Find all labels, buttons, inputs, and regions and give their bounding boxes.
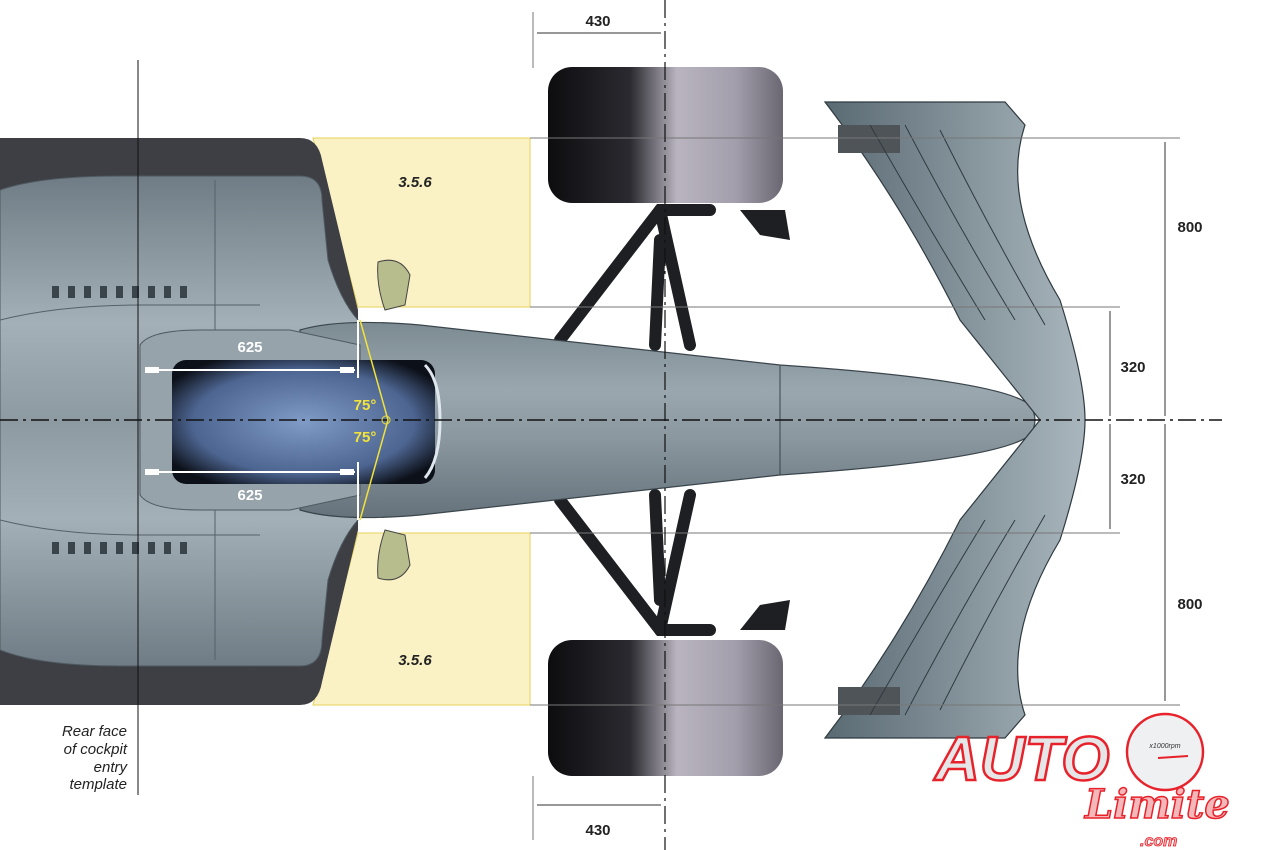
svg-text:of cockpit: of cockpit — [64, 741, 128, 758]
dim-lower-outer: 800 — [1177, 596, 1202, 613]
dimension-lines — [537, 32, 1166, 806]
tachometer-icon — [1125, 712, 1205, 792]
dim-top-width: 430 — [585, 13, 610, 30]
rear-face-note: Rear face of cockpit entry template — [62, 723, 129, 793]
vent-louvres-lower — [52, 542, 187, 554]
dim-bottom-width: 430 — [585, 822, 610, 839]
autolimite-logo: AUTO x1000rpm Limite .com — [932, 712, 1231, 850]
cockpit-opening — [172, 360, 435, 484]
mirror-upper — [377, 259, 411, 311]
angle-upper: 75° — [354, 397, 377, 414]
dim-upper-outer: 800 — [1177, 219, 1202, 236]
front-tire-lower — [548, 640, 783, 776]
zone-label-lower: 3.5.6 — [398, 652, 432, 669]
angle-lower: 75° — [354, 429, 377, 446]
dim-lower-inner: 320 — [1120, 471, 1145, 488]
svg-text:Rear face: Rear face — [62, 723, 127, 740]
logo-brand: AUTO — [933, 725, 1110, 794]
angle-lines — [359, 319, 389, 521]
dim-upper-inner: 320 — [1120, 359, 1145, 376]
zone-label-upper: 3.5.6 — [398, 174, 432, 191]
svg-text:template: template — [69, 776, 127, 793]
mirror-lower — [377, 529, 411, 581]
dim-cockpit-lower: 625 — [237, 487, 262, 504]
logo-domain: .com — [1140, 833, 1177, 850]
reference-lines — [530, 12, 1180, 840]
vent-louvres-upper — [52, 286, 187, 298]
front-wing — [823, 101, 1086, 739]
svg-text:entry: entry — [94, 759, 129, 776]
logo-script: Limite — [1084, 781, 1230, 828]
logo-gauge-label: x1000rpm — [1148, 743, 1180, 750]
dim-cockpit-upper: 625 — [237, 339, 262, 356]
